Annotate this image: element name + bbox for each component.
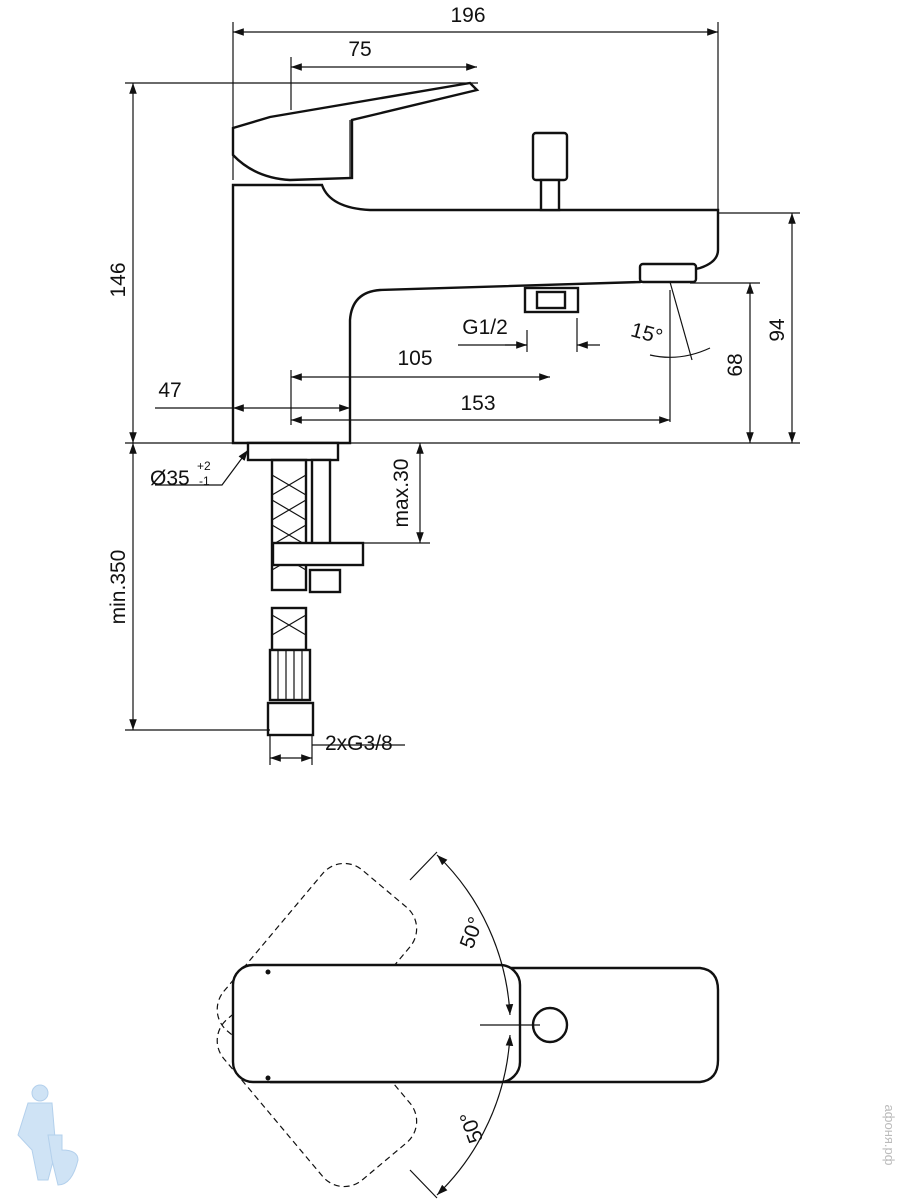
dim-94: 94 xyxy=(766,318,789,342)
angle-upper: 50° xyxy=(456,914,488,952)
outlet-angle: 15° xyxy=(628,319,665,349)
dim-146: 146 xyxy=(107,262,130,297)
dim-68: 68 xyxy=(724,353,747,376)
dim-47: 47 xyxy=(158,379,181,402)
dimension-labels: 196 75 146 47 105 153 G1/2 15° 68 94 Ø35… xyxy=(107,4,789,755)
dim-min350: min.350 xyxy=(107,550,130,625)
angle-lower: 50° xyxy=(456,1108,488,1146)
inlet-thread: 2xG3/8 xyxy=(325,732,393,755)
faucet-side-view xyxy=(231,81,720,445)
faucet-top-view: 50° 50° xyxy=(216,851,720,1199)
watermark: афоня.рф xyxy=(882,1105,897,1166)
dim-105: 105 xyxy=(397,347,432,370)
mounting-hardware xyxy=(246,441,365,737)
hole-diameter: Ø35 xyxy=(150,467,190,490)
hole-tol-minus: -1 xyxy=(199,474,210,488)
dim-153: 153 xyxy=(460,392,495,415)
plumber-logo xyxy=(17,1084,79,1186)
dim-75: 75 xyxy=(348,38,371,61)
dim-max30: max.30 xyxy=(390,459,413,528)
dimensions xyxy=(125,22,800,765)
hole-tol-plus: +2 xyxy=(197,459,211,473)
dim-196: 196 xyxy=(450,4,485,27)
outlet-thread: G1/2 xyxy=(462,316,508,339)
